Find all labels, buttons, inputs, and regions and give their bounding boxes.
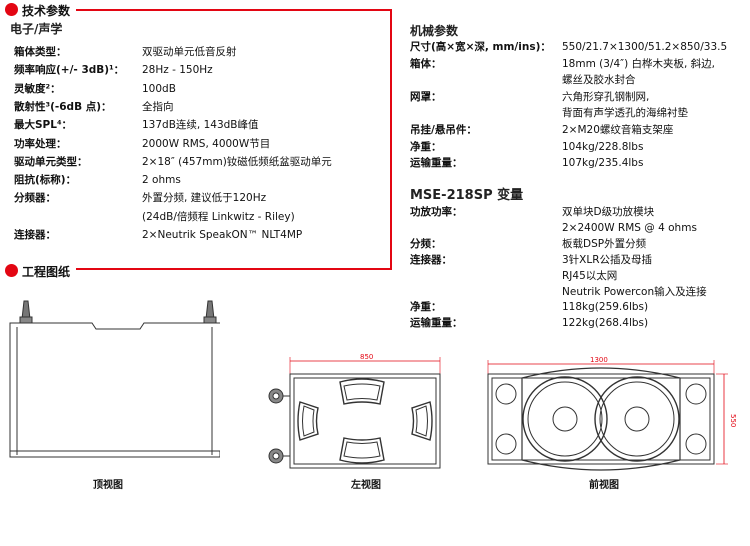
- red-divider: [76, 9, 392, 11]
- spec-value: 全指向: [142, 100, 174, 113]
- section-bullet-icon: [5, 3, 18, 16]
- front-width-dim: 1300: [590, 356, 608, 364]
- spec-value: 550/21.7×1300/51.2×850/33.5: [562, 41, 728, 53]
- spec-value: 122kg(268.4lbs): [562, 317, 649, 330]
- electro-heading: 电子/声学: [10, 22, 63, 36]
- left-view-caption: 左视图: [351, 480, 381, 491]
- spec-label: 灵敏度²：: [14, 82, 61, 95]
- spec-value: (24dB/倍频程 Linkwitz - Riley): [142, 210, 295, 223]
- spec-value: 137dB连续, 143dB峰值: [142, 119, 259, 132]
- front-view-caption: 前视图: [589, 480, 619, 491]
- spec-label: 功放功率：: [410, 206, 463, 218]
- spec-value: 2×2400W RMS @ 4 ohms: [562, 221, 697, 234]
- model-heading: MSE-218SP 变量: [410, 188, 524, 203]
- red-divider-vertical: [390, 9, 392, 270]
- front-view-drawing: 1300 550: [487, 356, 737, 471]
- spec-label: 箱体类型：: [14, 46, 67, 58]
- spec-value: 3针XLR公插及母插: [562, 253, 653, 266]
- spec-label: 功率处理：: [14, 137, 67, 150]
- section-title-drawing: 工程图纸: [22, 265, 71, 279]
- spec-label: 散射性³(-6dB 点)：: [14, 100, 112, 113]
- spec-value: 背面有声学透孔的海绵衬垫: [562, 107, 688, 120]
- spec-label: 净重：: [410, 140, 442, 153]
- spec-label: 运输重量：: [410, 157, 463, 170]
- spec-label: 连接器：: [410, 253, 452, 266]
- spec-label: 尺寸(高×宽×深, mm/ins)：: [410, 41, 551, 53]
- spec-value: 2×M20螺纹音箱支架座: [562, 124, 674, 136]
- spec-value: 2000W RMS, 4000W节目: [142, 137, 271, 150]
- mech-heading: 机械参数: [410, 24, 459, 38]
- spec-value: 104kg/228.8lbs: [562, 140, 644, 153]
- spec-label: 连接器：: [14, 229, 56, 241]
- spec-label: 运输重量：: [410, 317, 463, 330]
- spec-label: 频率响应(+/- 3dB)¹：: [14, 64, 125, 77]
- spec-value: 118kg(259.6lbs): [562, 301, 649, 314]
- spec-label: 阻抗(标称)：: [14, 174, 77, 187]
- spec-value: 六角形穿孔钢制网,: [562, 90, 650, 103]
- spec-value: 2×18″ (457mm)钕磁低频纸盆驱动单元: [142, 155, 332, 168]
- left-view-drawing: 850: [268, 353, 441, 469]
- section-title-tech: 技术参数: [22, 4, 71, 18]
- spec-value: 螺丝及胶水封合: [562, 74, 636, 87]
- front-height-dim: 550: [729, 414, 737, 427]
- spec-value: 28Hz - 150Hz: [142, 64, 213, 77]
- spec-value: RJ45以太网: [562, 269, 618, 282]
- spec-label: 净重：: [410, 301, 442, 314]
- spec-value: 18mm (3/4″) 白桦木夹板, 斜边,: [562, 57, 716, 70]
- spec-label: 分频：: [410, 237, 442, 250]
- spec-value: Neutrik Powercon输入及连接: [562, 285, 707, 298]
- spec-label: 驱动单元类型：: [14, 155, 88, 168]
- spec-value: 板载DSP外置分频: [562, 237, 647, 250]
- spec-value: 107kg/235.4lbs: [562, 157, 644, 170]
- spec-label: 最大SPL⁴：: [14, 119, 73, 132]
- spec-label: 网罩：: [410, 90, 442, 103]
- spec-value: 双单块D级功放模块: [562, 206, 655, 218]
- spec-label: 吊挂/悬吊件：: [410, 124, 477, 136]
- top-view-drawing: [9, 300, 220, 458]
- spec-value: 2 ohms: [142, 174, 181, 187]
- spec-value: 双驱动单元低音反射: [142, 46, 237, 58]
- section-bullet-icon: [5, 264, 18, 277]
- spec-value: 外置分频, 建议低于120Hz: [142, 192, 267, 205]
- red-divider: [76, 268, 392, 270]
- left-width-dim: 850: [360, 353, 373, 361]
- spec-value: 100dB: [142, 82, 176, 95]
- top-view-caption: 顶视图: [93, 480, 123, 491]
- spec-label: 分频器：: [14, 192, 56, 205]
- spec-value: 2×Neutrik SpeakON™ NLT4MP: [142, 229, 303, 241]
- spec-label: 箱体：: [410, 57, 442, 70]
